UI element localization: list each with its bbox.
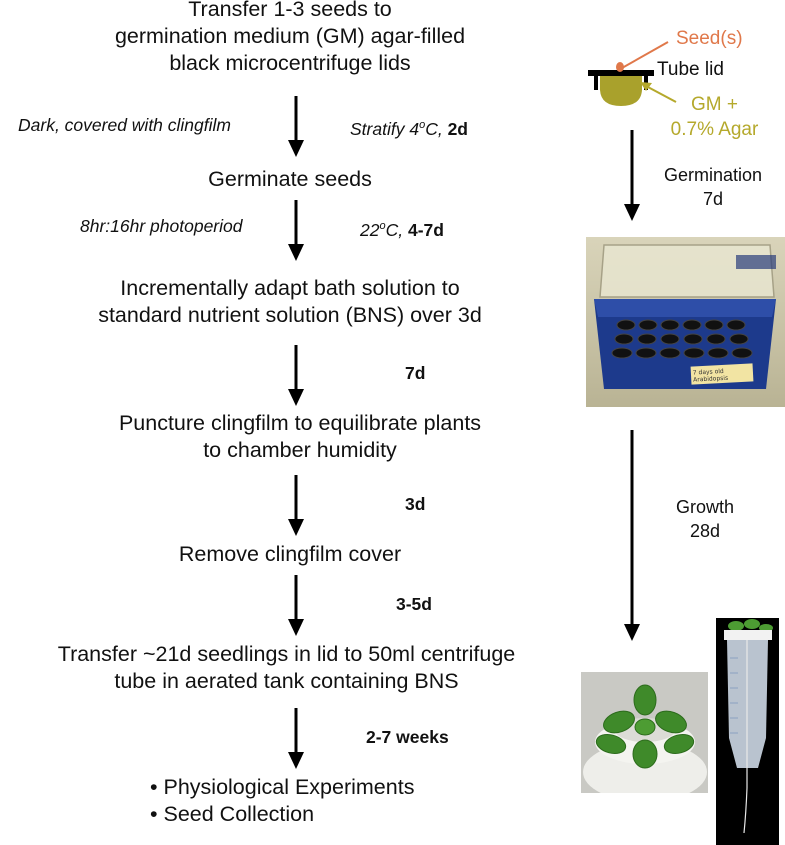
germination-label: Germination 7d xyxy=(643,163,783,211)
condition-stratify-text: Stratify 4 xyxy=(350,118,420,139)
degree-sup: o xyxy=(379,220,386,232)
outcome-physiological: • Physiological Experiments xyxy=(150,775,415,799)
step-adapt-solution-line1: Incrementally adapt bath solution to xyxy=(120,276,460,300)
seed-leader-line xyxy=(621,41,669,69)
duration-3d: 3d xyxy=(405,494,426,514)
step-transfer-seeds-line3: black microcentrifuge lids xyxy=(169,51,411,75)
rosette-photo xyxy=(581,672,708,793)
growth-arrow xyxy=(622,430,642,642)
flow-arrow-6 xyxy=(286,708,306,770)
tube-lid-diagram xyxy=(588,41,677,106)
lid-bar xyxy=(588,70,654,76)
growth-label-line1: Growth xyxy=(675,497,735,517)
step-transfer-seedlings-line2: tube in aerated tank containing BNS xyxy=(114,669,459,693)
condition-temperature-unit: C, xyxy=(385,219,408,240)
duration-3-5d: 3-5d xyxy=(396,594,432,614)
gm-label-line1: GM + xyxy=(691,94,738,115)
step-remove-cover: Remove clingfilm cover xyxy=(178,542,402,566)
condition-photoperiod: 8hr:16hr photoperiod xyxy=(80,216,243,236)
step-transfer-seeds: Transfer 1-3 seeds to germination medium… xyxy=(20,0,560,77)
flow-arrow-2 xyxy=(286,200,306,262)
flow-arrow-1 xyxy=(286,96,306,158)
step-puncture-line2: to chamber humidity xyxy=(203,438,397,462)
condition-stratify-unit: C, xyxy=(425,118,448,139)
seed-dot xyxy=(616,62,624,72)
gm-label-line2: 0.7% Agar xyxy=(670,119,759,140)
flow-arrow-4 xyxy=(286,475,306,537)
condition-temperature-text: 22 xyxy=(360,219,380,240)
flow-arrow-3 xyxy=(286,345,306,407)
condition-dark: Dark, covered with clingfilm xyxy=(18,115,231,135)
duration-7d: 7d xyxy=(405,363,426,383)
step-transfer-seeds-line2: germination medium (GM) agar-filled xyxy=(114,24,466,48)
seed-label: Seed(s) xyxy=(676,28,743,49)
tube-lid-label: Tube lid xyxy=(657,59,724,80)
outcome-list: • Physiological Experiments • Seed Colle… xyxy=(150,774,490,828)
outcome-seed-collection: • Seed Collection xyxy=(150,802,315,826)
gm-leader-line xyxy=(645,85,677,103)
agar-cup xyxy=(600,76,642,106)
step-adapt-solution-line2: standard nutrient solution (BNS) over 3d xyxy=(98,303,482,327)
degree-sup: o xyxy=(419,119,426,131)
step-germinate: Germinate seeds xyxy=(208,167,372,191)
germination-arrow xyxy=(622,130,642,222)
step-puncture-clingfilm: Puncture clingfilm to equilibrate plants… xyxy=(50,410,550,464)
step-adapt-solution: Incrementally adapt bath solution to sta… xyxy=(30,275,550,329)
step-transfer-seedlings-line1: Transfer ~21d seedlings in lid to 50ml c… xyxy=(57,642,516,666)
condition-temperature-duration: 4-7d xyxy=(407,219,444,240)
growth-label: Growth 28d xyxy=(640,495,770,543)
germination-label-line1: Germination xyxy=(663,165,763,185)
flow-arrow-5 xyxy=(286,575,306,637)
gm-label: GM + 0.7% Agar xyxy=(652,92,777,142)
step-transfer-seeds-line1: Transfer 1-3 seeds to xyxy=(188,0,392,21)
germination-box-photo: 7 days old Arabidopsis xyxy=(586,237,785,407)
duration-2-7-weeks: 2-7 weeks xyxy=(366,727,449,747)
condition-stratify: Stratify 4oC, 2d xyxy=(350,114,468,140)
condition-temperature: 22oC, 4-7d xyxy=(360,215,444,241)
germination-label-line2: 7d xyxy=(702,189,724,209)
tube-lid-inset: Seed(s) Tube lid GM + 0.7% Agar xyxy=(580,20,785,150)
condition-stratify-duration: 2d xyxy=(447,118,468,139)
step-puncture-line1: Puncture clingfilm to equilibrate plants xyxy=(118,411,482,435)
step-transfer-seedlings: Transfer ~21d seedlings in lid to 50ml c… xyxy=(0,641,573,695)
tube-photo xyxy=(716,618,779,845)
growth-label-line2: 28d xyxy=(689,521,721,541)
